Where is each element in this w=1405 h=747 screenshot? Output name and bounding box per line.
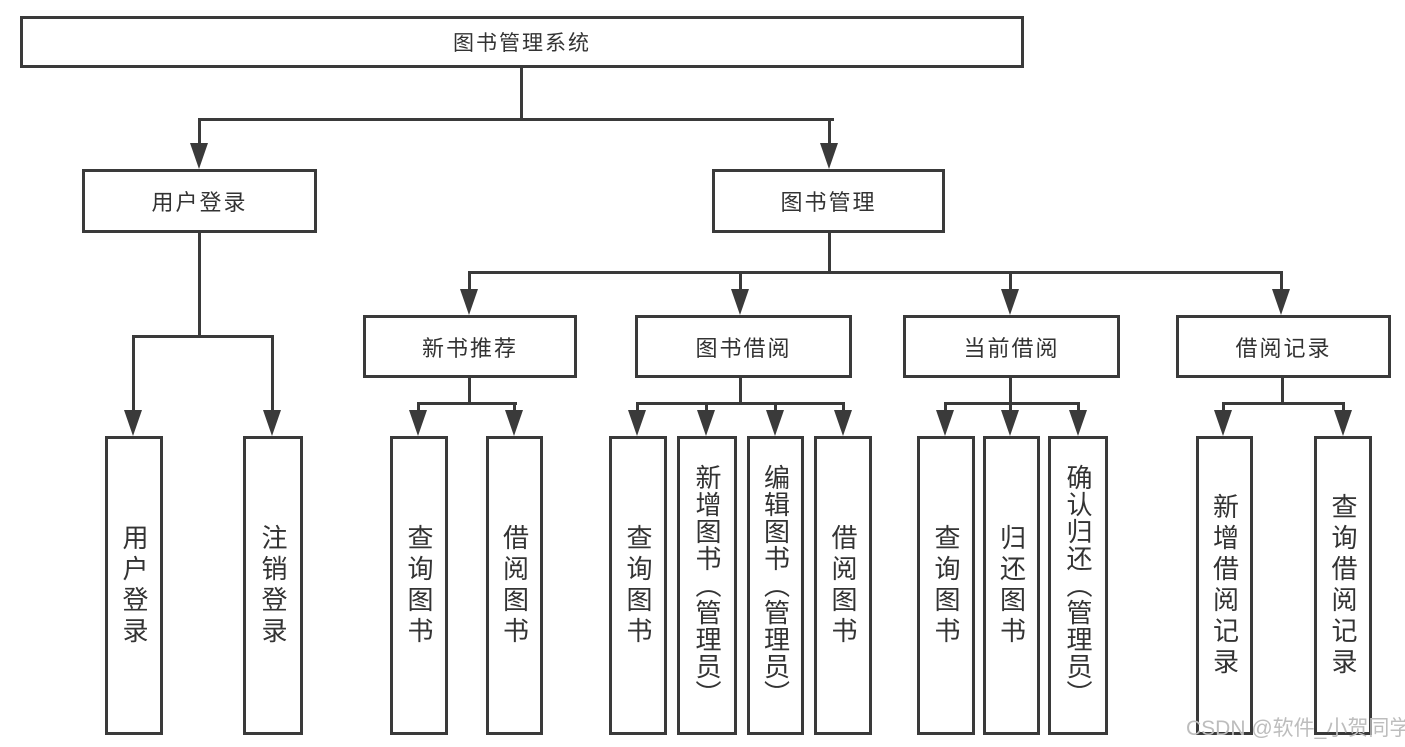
arrow-down-icon — [766, 410, 784, 436]
connector-line — [1077, 402, 1080, 412]
arrow-down-icon — [124, 410, 142, 436]
connector-line — [828, 233, 831, 273]
node-label: 新书推荐 — [421, 335, 518, 361]
connector-line — [739, 378, 742, 404]
connector-line — [271, 335, 274, 412]
leaf-nb-query-books: 查询图书 — [390, 436, 448, 735]
leaf-bb-borrow-books: 借阅图书 — [814, 436, 872, 735]
arrow-down-icon — [1214, 410, 1232, 436]
node-library-management-system: 图书管理系统 — [20, 16, 1024, 68]
arrow-down-icon — [460, 289, 478, 315]
connector-line — [636, 402, 639, 412]
node-label: 注销登录 — [258, 523, 288, 648]
connector-line — [636, 402, 845, 405]
node-label: 图书管理系统 — [453, 32, 591, 55]
arrow-down-icon — [731, 289, 749, 315]
connector-line — [1009, 271, 1012, 291]
leaf-bb-add-books-admin: 新增图书（管理员） — [677, 436, 737, 735]
node-label: 用户登录 — [151, 190, 248, 215]
arrow-down-icon — [697, 410, 715, 436]
connector-line — [1280, 271, 1283, 291]
node-label: 图书管理 — [780, 190, 877, 215]
connector-line — [842, 402, 845, 412]
arrow-down-icon — [628, 410, 646, 436]
leaf-cb-return-books: 归还图书 — [983, 436, 1040, 735]
connector-line — [198, 118, 201, 147]
connector-line — [468, 378, 471, 404]
arrow-down-icon — [936, 410, 954, 436]
node-label: 借阅图书 — [499, 523, 530, 648]
node-label: 确认归还（管理员） — [1063, 464, 1093, 707]
node-label: 查询图书 — [931, 523, 961, 648]
leaf-cb-query-books: 查询图书 — [917, 436, 975, 735]
arrow-down-icon — [1001, 410, 1019, 436]
leaf-bb-query-books: 查询图书 — [609, 436, 667, 735]
node-label: 编辑图书（管理员） — [760, 464, 791, 707]
connector-line — [1222, 402, 1345, 405]
leaf-logout: 注销登录 — [243, 436, 303, 735]
leaf-user-login: 用户登录 — [105, 436, 163, 735]
connector-line — [132, 335, 274, 338]
connector-line — [739, 271, 742, 291]
arrow-down-icon — [1001, 289, 1019, 315]
arrow-down-icon — [409, 410, 427, 436]
connector-line — [944, 402, 1080, 405]
connector-line — [132, 335, 135, 412]
connector-line — [1222, 402, 1225, 412]
node-label: 查询图书 — [623, 523, 653, 648]
arrow-down-icon — [1272, 289, 1290, 315]
arrow-down-icon — [1069, 410, 1087, 436]
connector-line — [944, 402, 947, 412]
connector-line — [520, 68, 523, 118]
node-label: 新增借阅记录 — [1209, 492, 1240, 679]
connector-line — [828, 118, 831, 147]
node-book-borrowing: 图书借阅 — [635, 315, 852, 378]
leaf-br-add-record: 新增借阅记录 — [1196, 436, 1253, 735]
leaf-cb-confirm-return-admin: 确认归还（管理员） — [1048, 436, 1108, 735]
connector-line — [1009, 402, 1012, 412]
connector-line — [198, 233, 201, 337]
node-label: 当前借阅 — [963, 335, 1060, 361]
node-book-management: 图书管理 — [712, 169, 945, 233]
leaf-bb-edit-books-admin: 编辑图书（管理员） — [747, 436, 804, 735]
arrow-down-icon — [1334, 410, 1352, 436]
node-label: 新增图书（管理员） — [692, 464, 722, 707]
connector-line — [468, 271, 471, 291]
node-borrowing-records: 借阅记录 — [1176, 315, 1391, 378]
node-label: 用户登录 — [119, 523, 149, 648]
node-label: 借阅记录 — [1235, 335, 1332, 361]
node-label: 借阅图书 — [828, 523, 858, 648]
arrow-down-icon — [190, 143, 208, 169]
node-label: 图书借阅 — [695, 335, 792, 361]
connector-line — [1281, 378, 1284, 404]
node-label: 查询图书 — [404, 523, 434, 648]
leaf-br-query-record: 查询借阅记录 — [1314, 436, 1372, 735]
arrow-down-icon — [263, 410, 281, 436]
arrow-down-icon — [820, 143, 838, 169]
arrow-down-icon — [834, 410, 852, 436]
leaf-nb-borrow-books: 借阅图书 — [486, 436, 543, 735]
node-user-login: 用户登录 — [82, 169, 317, 233]
connector-line — [1009, 378, 1012, 404]
node-label: 查询借阅记录 — [1328, 492, 1358, 679]
connector-line — [417, 402, 517, 405]
connector-line — [774, 402, 777, 412]
connector-line — [705, 402, 708, 412]
connector-line — [417, 402, 420, 412]
csdn-watermark: CSDN @软件_小贺同学 — [1186, 717, 1405, 740]
arrow-down-icon — [505, 410, 523, 436]
node-new-book-recommend: 新书推荐 — [363, 315, 577, 378]
connector-line — [468, 271, 1283, 274]
connector-line — [513, 402, 516, 412]
node-current-borrowing: 当前借阅 — [903, 315, 1120, 378]
node-label: 归还图书 — [996, 523, 1027, 648]
connector-line — [1342, 402, 1345, 412]
connector-line — [198, 118, 834, 121]
